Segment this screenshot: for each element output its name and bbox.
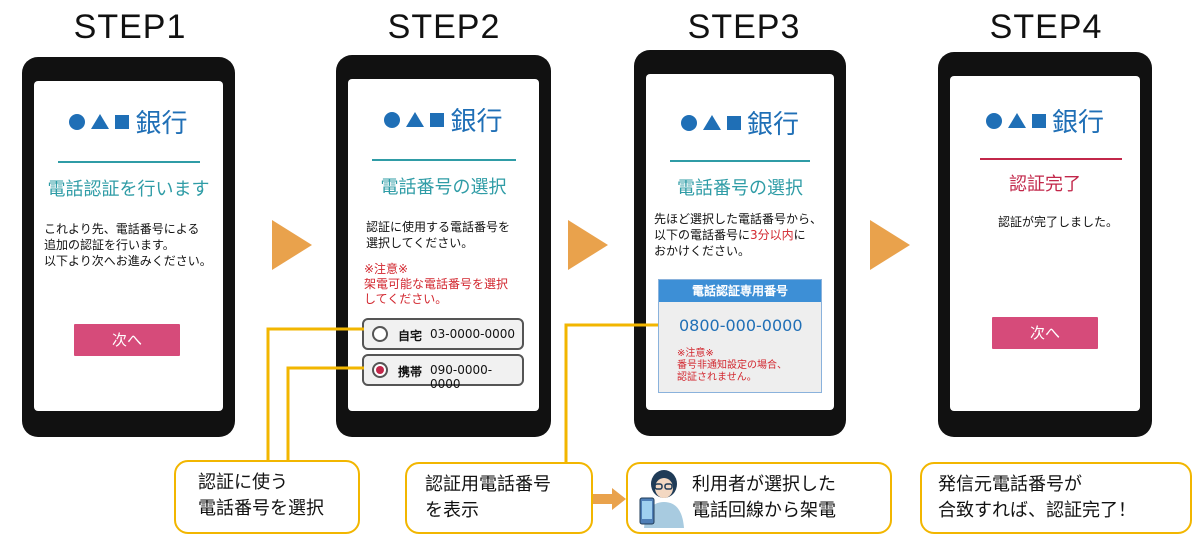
screen-heading: 電話認証を行います [47, 179, 210, 200]
card-number: 0800-000-0000 [679, 316, 803, 335]
divider [980, 158, 1122, 160]
screen-heading: 電話番号の選択 [677, 178, 803, 199]
phone-step4: 銀行 認証完了 認証が完了しました。 次へ [938, 52, 1152, 437]
triangle-icon [91, 114, 110, 129]
bank-logo: 銀行 [646, 104, 834, 141]
connector-home [266, 327, 364, 460]
phone-screen: 銀行 電話番号の選択 認証に使用する電話番号を選択してください。 ※注意※架電可… [348, 79, 539, 411]
next-button[interactable]: 次へ [992, 317, 1098, 349]
body-text: 先ほど選択した電話番号から、 以下の電話番号に3分以内に おかけください。 [654, 212, 823, 258]
triangle-icon [702, 115, 721, 130]
square-icon [726, 115, 741, 130]
step1-title: STEP1 [73, 8, 187, 46]
card-title: 電話認証専用番号 [659, 280, 821, 302]
body-text: 認証に使用する電話番号を選択してください。 [366, 220, 511, 250]
arrow-icon [870, 220, 910, 270]
warning-text: ※注意※架電可能な電話番号を選択してください。 [364, 262, 509, 306]
divider [670, 160, 810, 162]
square-icon [430, 112, 445, 127]
phone-step3: 銀行 電話番号の選択 先ほど選択した電話番号から、 以下の電話番号に3分以内に … [634, 50, 846, 436]
step2-title: STEP2 [387, 8, 501, 46]
option-mobile[interactable]: 携帯 090-0000-0000 [362, 354, 524, 391]
radio-button-selected[interactable] [372, 362, 388, 378]
bank-name: 銀行 [450, 107, 503, 137]
phone-screen: 銀行 電話認証を行います これより先、電話番号による追加の認証を行います。以下よ… [34, 81, 223, 411]
circle-icon [69, 113, 86, 130]
option-number: 03-0000-0000 [430, 327, 516, 341]
triangle-icon [1007, 113, 1026, 128]
callout-auth-complete: 発信元電話番号が合致すれば、認証完了！ [920, 462, 1192, 534]
connector-card [564, 323, 658, 462]
next-button[interactable]: 次へ [74, 324, 180, 356]
dial-number-card: 電話認証専用番号 0800-000-0000 ※注意※番号非通知設定の場合、認証… [658, 279, 822, 393]
bank-logo: 銀行 [348, 101, 539, 138]
circle-icon [680, 114, 697, 131]
bank-name: 銀行 [746, 110, 799, 140]
step4-title: STEP4 [989, 8, 1103, 46]
small-arrow-icon [592, 488, 626, 510]
body-text: 認証が完了しました。 [998, 215, 1119, 229]
triangle-icon [406, 112, 425, 127]
card-warning: ※注意※番号非通知設定の場合、認証されません。 [677, 348, 787, 383]
divider [372, 159, 516, 161]
square-icon [1031, 113, 1046, 128]
callout-user-calls: 利用者が選択した電話回線から架電 [626, 462, 892, 534]
option-label: 携帯 [398, 365, 423, 379]
bank-name: 銀行 [135, 109, 188, 139]
user-with-phone-icon [639, 470, 684, 528]
callout-show-number: 認証用電話番号を表示 [405, 462, 593, 534]
phone-screen: 銀行 電話番号の選択 先ほど選択した電話番号から、 以下の電話番号に3分以内に … [646, 74, 834, 410]
bank-logo: 銀行 [34, 103, 223, 140]
option-label: 自宅 [398, 329, 423, 343]
option-number: 090-0000-0000 [430, 363, 493, 391]
circle-icon [384, 111, 401, 128]
screen-heading: 電話番号の選択 [380, 177, 507, 198]
callout-select-number: 認証に使う電話番号を選択 [174, 460, 360, 534]
option-home[interactable]: 自宅 03-0000-0000 [362, 318, 524, 350]
step3-title: STEP3 [687, 8, 801, 46]
bank-name: 銀行 [1051, 108, 1104, 138]
bank-logo: 銀行 [950, 102, 1140, 139]
connector-mobile [286, 366, 364, 460]
radio-button[interactable] [372, 326, 388, 342]
screen-heading: 認証完了 [1009, 174, 1081, 195]
body-text: これより先、電話番号による追加の認証を行います。以下より次へお進みください。 [44, 222, 212, 268]
phone-step2: 銀行 電話番号の選択 認証に使用する電話番号を選択してください。 ※注意※架電可… [336, 55, 551, 437]
arrow-icon [568, 220, 608, 270]
phone-screen: 銀行 認証完了 認証が完了しました。 次へ [950, 76, 1140, 411]
divider [58, 161, 200, 163]
phone-step1: 銀行 電話認証を行います これより先、電話番号による追加の認証を行います。以下よ… [22, 57, 235, 437]
circle-icon [985, 112, 1002, 129]
arrow-icon [272, 220, 312, 270]
square-icon [115, 114, 130, 129]
